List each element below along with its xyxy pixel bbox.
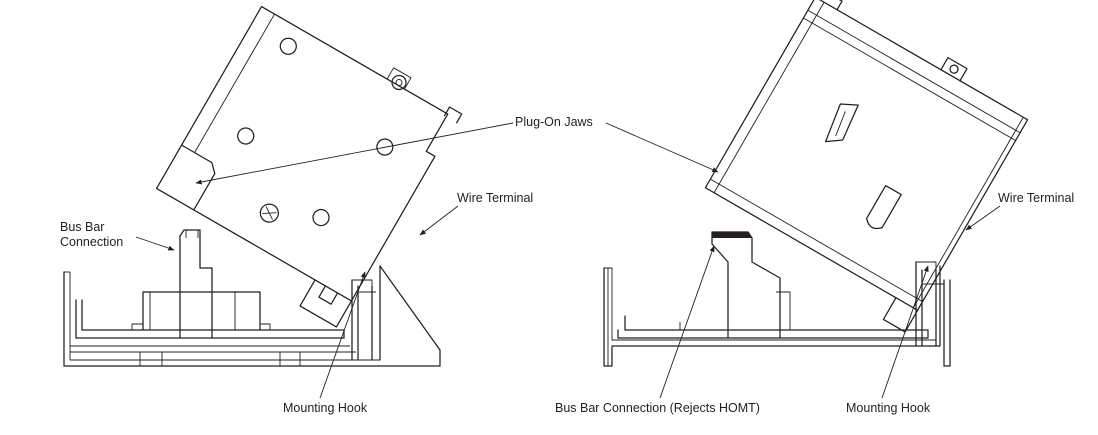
mounting-hook-right-label: Mounting Hook bbox=[846, 401, 931, 415]
right-breaker bbox=[704, 0, 1029, 333]
bus-bar-left-arrow bbox=[135, 236, 175, 251]
left-assembly bbox=[63, 5, 463, 367]
left-bus-bar bbox=[179, 229, 213, 339]
left-breaker-hole-2 bbox=[237, 127, 255, 145]
wire-terminal-right-arrow bbox=[965, 205, 1001, 231]
wire-terminal-left-label: Wire Terminal bbox=[457, 191, 534, 205]
wire-terminal-left-arrow bbox=[419, 205, 459, 236]
right-panel-base bbox=[603, 261, 951, 367]
left-screw-icon bbox=[259, 203, 279, 223]
mounting-hook-right-arrow bbox=[881, 265, 929, 399]
mounting-hook-left-arrow bbox=[319, 271, 366, 399]
leader-lines bbox=[135, 122, 1001, 399]
right-assembly bbox=[603, 0, 1029, 367]
right-bus-bar bbox=[711, 231, 781, 339]
wire-terminal-right-label: Wire Terminal bbox=[998, 191, 1075, 205]
right-trip-button-icon bbox=[949, 64, 959, 74]
bus-bar-connection-right-label: Bus Bar Connection (Rejects HOMT) bbox=[555, 401, 760, 415]
left-breaker bbox=[155, 5, 463, 328]
plug-on-jaws-left-arrow bbox=[195, 122, 514, 185]
left-breaker-hole-3 bbox=[376, 138, 394, 156]
right-breaker-handle-icon bbox=[866, 184, 902, 230]
left-panel-base bbox=[63, 265, 441, 367]
right-breaker-slot-icon bbox=[824, 103, 859, 143]
left-breaker-hole-1 bbox=[279, 37, 297, 55]
plug-on-jaws-label: Plug-On Jaws bbox=[515, 115, 593, 129]
plug-on-jaws-right-arrow bbox=[605, 122, 719, 173]
left-trip-button-icon bbox=[391, 74, 407, 91]
mounting-hook-left-label: Mounting Hook bbox=[283, 401, 368, 415]
bus-bar-connection-left-label: Bus Bar Connection bbox=[60, 220, 124, 249]
left-breaker-hole-4 bbox=[312, 208, 330, 227]
bus-bar-right-arrow bbox=[659, 245, 715, 399]
